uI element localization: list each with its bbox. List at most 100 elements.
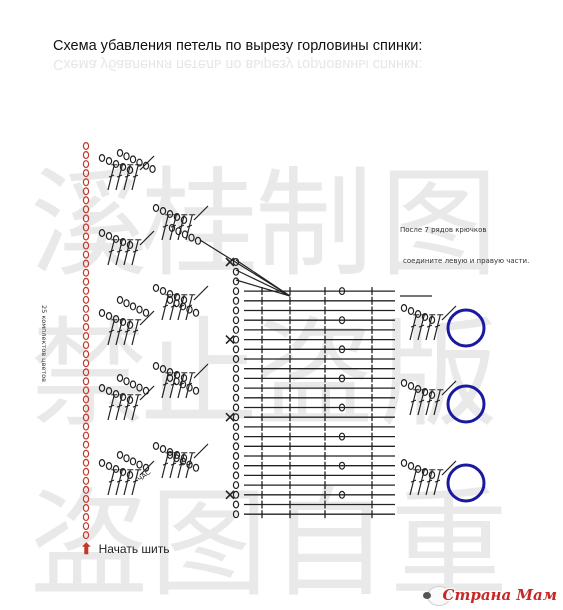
double-crochet-bar xyxy=(426,324,433,328)
foundation-chain-stitch xyxy=(82,513,90,522)
chain-stitch xyxy=(142,386,150,395)
chain-stitch xyxy=(129,380,137,389)
chain-stitch xyxy=(421,313,429,322)
chain-stitch xyxy=(98,229,106,238)
magic-ring-marker xyxy=(446,308,486,348)
chain-stitch xyxy=(192,308,200,317)
chain-stitch xyxy=(338,490,346,499)
foundation-chain-stitch xyxy=(82,359,90,368)
chain-stitch xyxy=(232,393,240,402)
double-crochet xyxy=(107,319,115,346)
foundation-chain-stitch xyxy=(82,504,90,513)
chain-stitch xyxy=(126,321,134,330)
chain-stitch xyxy=(136,460,143,469)
chain-stitch xyxy=(232,306,240,315)
chain-stitch xyxy=(98,384,106,393)
chain-stitch xyxy=(179,457,187,466)
foundation-chain-stitch xyxy=(82,413,90,422)
slip-connector xyxy=(139,460,155,476)
double-crochet xyxy=(107,394,115,421)
foundation-chain-stitch xyxy=(82,531,90,540)
chain-stitch xyxy=(338,432,346,441)
foundation-chain-stitch xyxy=(82,422,90,431)
chain-stitch xyxy=(192,463,200,472)
chain-stitch xyxy=(181,230,189,239)
double-crochet-bar xyxy=(178,304,185,308)
foundation-chain-stitch xyxy=(82,286,90,295)
chain-stitch xyxy=(175,227,182,236)
chain-stitch xyxy=(173,454,180,463)
double-crochet xyxy=(177,294,185,321)
chain-stitch xyxy=(119,318,127,327)
chain-stitch xyxy=(407,382,415,391)
double-crochet xyxy=(425,389,433,416)
slip-connector xyxy=(441,460,457,476)
chain-stitch xyxy=(232,345,240,354)
connection-rings xyxy=(446,308,486,503)
chain-stitch xyxy=(338,374,346,383)
chain-stitch xyxy=(186,460,193,469)
converging-strand xyxy=(235,279,291,297)
chain-stitch xyxy=(232,403,240,412)
watermark-glyph: 图 xyxy=(150,475,268,610)
chain-stitch xyxy=(105,462,113,471)
chain-stitch xyxy=(126,471,134,480)
chain-stitch xyxy=(232,277,240,286)
chain-stitch xyxy=(407,307,415,316)
chain-stitch xyxy=(119,238,127,247)
chain-stitch xyxy=(166,368,174,377)
single-crochet-x xyxy=(225,335,235,345)
chain-stitch xyxy=(112,390,120,399)
double-crochet xyxy=(123,319,131,346)
foundation-chain-stitch xyxy=(82,522,90,531)
double-crochet-bar xyxy=(124,174,131,178)
chain-stitch xyxy=(116,374,124,383)
double-crochet-bar xyxy=(434,399,441,403)
chain-stitch xyxy=(126,396,134,405)
foundation-chain-stitch xyxy=(82,142,90,151)
foundation-chain-stitch xyxy=(82,323,90,332)
chain-stitch xyxy=(112,160,120,169)
double-crochet xyxy=(185,372,193,399)
double-crochet-bar xyxy=(116,174,123,178)
chain-stitch xyxy=(136,158,143,167)
chain-stitch xyxy=(159,365,167,374)
double-crochet-bar xyxy=(178,224,185,228)
chain-stitch xyxy=(112,235,120,244)
double-crochet-bar xyxy=(108,479,115,483)
double-crochet-bar xyxy=(132,404,139,408)
foundation-chain xyxy=(82,142,90,540)
chain-stitch xyxy=(414,465,422,474)
double-crochet-bar xyxy=(116,329,123,333)
chain-stitch xyxy=(232,413,240,422)
foundation-chain-stitch xyxy=(82,467,90,476)
chain-stitch xyxy=(149,165,156,174)
converging-strand xyxy=(235,269,291,297)
foundation-chain-stitch xyxy=(82,151,90,160)
chain-stitch xyxy=(159,287,167,296)
watermark-glyph: 盗 xyxy=(255,305,373,443)
slip-connector xyxy=(441,305,457,321)
single-crochet-x xyxy=(225,490,235,500)
double-crochet xyxy=(185,294,193,321)
double-crochet xyxy=(177,452,185,479)
stitch-rows xyxy=(199,239,432,519)
chain-stitch xyxy=(105,312,113,321)
foundation-chain-stitch xyxy=(82,205,90,214)
double-crochet-bar xyxy=(124,479,131,483)
double-crochet-bar xyxy=(132,249,139,253)
chain-stitch xyxy=(232,364,240,373)
chain-stitch xyxy=(232,490,240,499)
double-crochet xyxy=(123,469,131,496)
chain-stitch xyxy=(142,308,150,317)
foundation-chain-stitch xyxy=(82,304,90,313)
foundation-chain-stitch xyxy=(82,313,90,322)
chain-stitch xyxy=(232,287,240,296)
slip-connector xyxy=(139,310,155,326)
chain-stitch xyxy=(232,461,240,470)
double-crochet-bar xyxy=(418,399,425,403)
chain-stitch xyxy=(123,299,130,308)
double-crochet xyxy=(433,314,441,341)
double-crochet-bar xyxy=(418,324,425,328)
